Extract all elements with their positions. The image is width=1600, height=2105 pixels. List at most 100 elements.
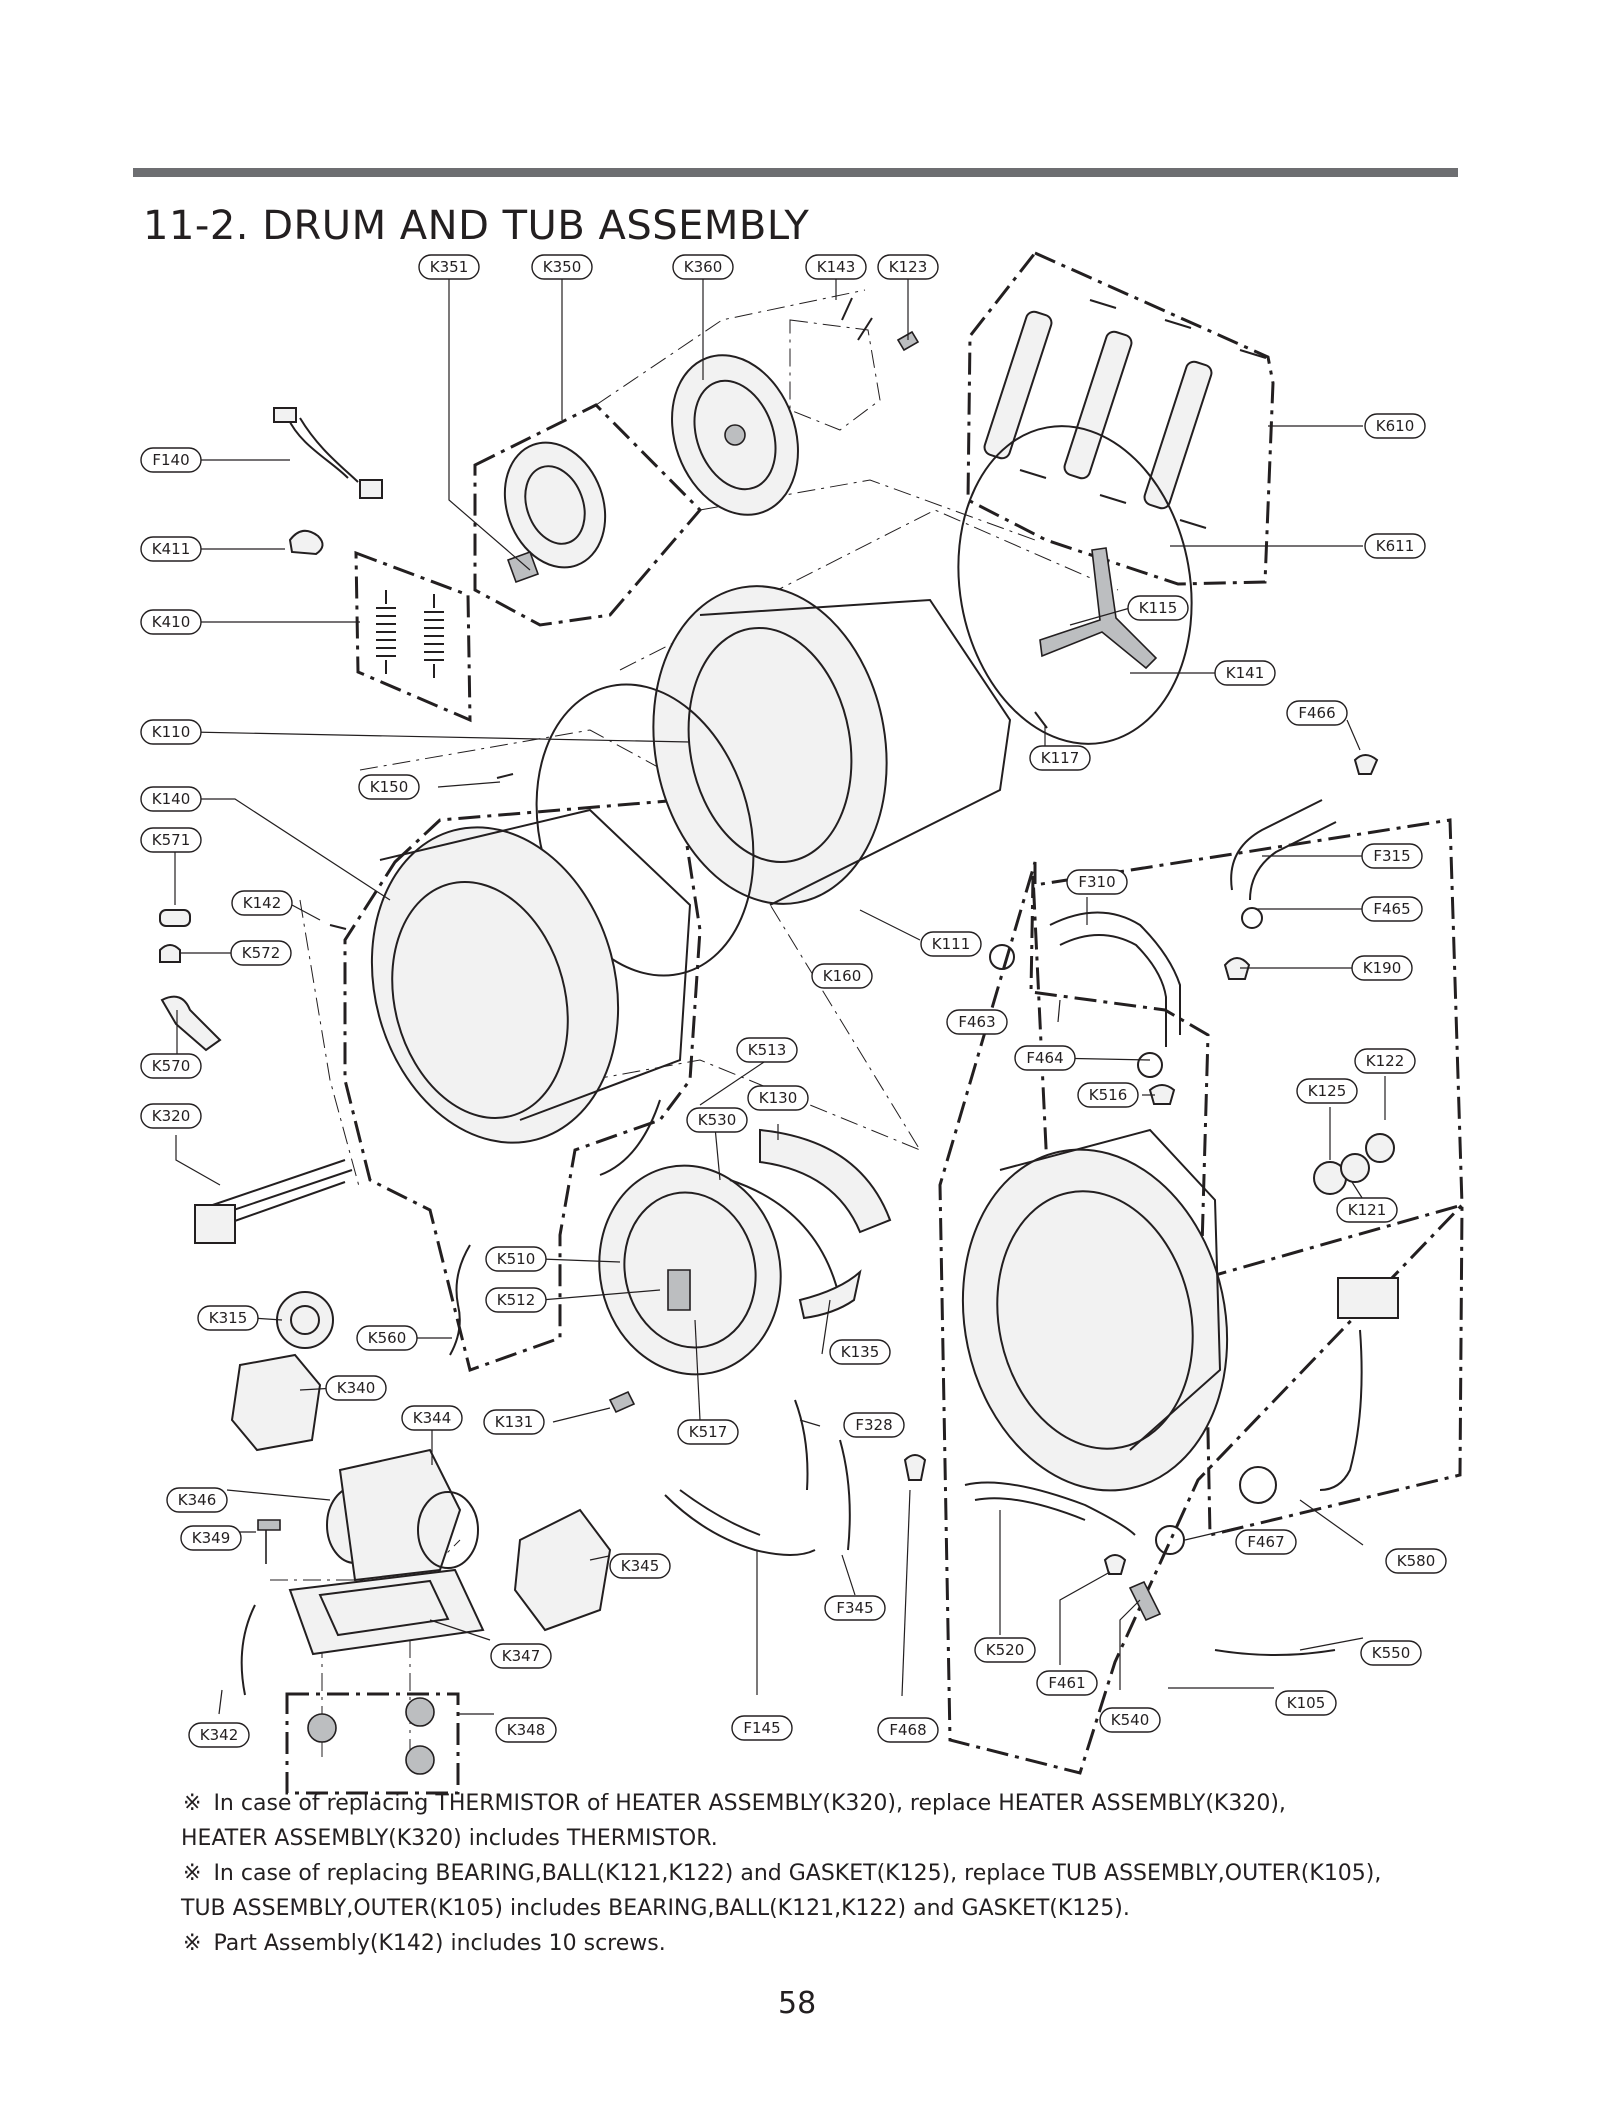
callout-badge: [824, 1595, 886, 1621]
callout-k351: K351: [418, 254, 480, 280]
callout-badge: [877, 1717, 939, 1743]
callout-badge: [731, 1715, 793, 1741]
callout-badge: [686, 1107, 748, 1133]
callout-label: K351: [430, 258, 468, 276]
callout-badge: [197, 1305, 259, 1331]
callout-badge: [140, 609, 202, 635]
rotor-hub: [724, 424, 746, 446]
callout-badge: [877, 254, 939, 280]
callout-badge: [1296, 1078, 1358, 1104]
note-mark: ※: [183, 1791, 202, 1816]
shock-absorber-group-outline: [966, 251, 1275, 586]
hose-K560: [449, 1244, 471, 1356]
callout-k121: K121: [1336, 1197, 1398, 1223]
callout-f463: F463: [946, 1009, 1008, 1035]
hose-F315: [1230, 799, 1337, 901]
part-F461: [1103, 1554, 1127, 1575]
note-1: ※ In case of replacing THERMISTOR of HEAT…: [183, 1786, 1286, 1821]
callout-k570: K570: [140, 1053, 202, 1079]
callout-badge: [1014, 1045, 1076, 1071]
note-text: In case of replacing THERMISTOR of HEATE…: [213, 1791, 1286, 1816]
callout-badge: [677, 1419, 739, 1445]
callout-k348: K348: [495, 1717, 557, 1743]
clamp-F463: [989, 944, 1015, 970]
callout-label: K105: [1287, 1694, 1325, 1712]
callout-badge: [166, 1487, 228, 1513]
callout-label: K580: [1397, 1552, 1435, 1570]
valve-K190: [1223, 957, 1251, 980]
foot-K348: [405, 1697, 435, 1727]
callout-label: K513: [748, 1041, 786, 1059]
callout-label: F310: [1078, 873, 1115, 891]
callout-badge: [356, 1325, 418, 1351]
callout-badge: [483, 1409, 545, 1435]
drum-body: [699, 598, 1012, 906]
callout-badge: [1364, 533, 1426, 559]
callout-badge: [1364, 413, 1426, 439]
callout-k140: K140: [140, 786, 202, 812]
callout-k340: K340: [325, 1375, 387, 1401]
part-K570: [160, 995, 222, 1052]
callout-k411: K411: [140, 536, 202, 562]
callout-label: K550: [1372, 1644, 1410, 1662]
note-text: In case of replacing BEARING,BALL(K121,K…: [213, 1861, 1382, 1886]
coupler: [1239, 1466, 1277, 1504]
tub-front-body: [379, 808, 692, 1121]
callout-label: K160: [823, 967, 861, 985]
callout-label: K560: [368, 1329, 406, 1347]
callout-label: K510: [497, 1250, 535, 1268]
callout-badge: [180, 1525, 242, 1551]
callout-k610: K610: [1364, 413, 1426, 439]
callout-k150: K150: [358, 774, 420, 800]
bolt-K123: [896, 330, 920, 352]
tub-front-K140: [370, 826, 620, 1144]
callout-badge: [1066, 869, 1128, 895]
callout-k141: K141: [1214, 660, 1276, 686]
rotor-inner: [693, 379, 777, 491]
callout-label: K571: [152, 831, 190, 849]
callout-label: F328: [855, 1416, 892, 1434]
callout-label: K411: [152, 540, 190, 558]
callout-label: K143: [817, 258, 855, 276]
nozzle-K512: [667, 1269, 691, 1311]
hose-K520: [964, 1481, 1136, 1536]
wire-K550: [1214, 1649, 1336, 1656]
callout-badge: [1361, 896, 1423, 922]
part-K571: [159, 909, 191, 927]
callout-label: F465: [1373, 900, 1410, 918]
callout-label: K410: [152, 613, 190, 631]
callout-label: K130: [759, 1089, 797, 1107]
callout-badge: [1336, 1197, 1398, 1223]
callout-label: K315: [209, 1309, 247, 1327]
callout-label: K142: [243, 894, 281, 912]
clip-K411: [288, 529, 324, 556]
callout-k520: K520: [974, 1637, 1036, 1663]
callout-k190: K190: [1351, 955, 1413, 981]
wire-F145: [664, 1489, 816, 1556]
callout-label: K340: [337, 1379, 375, 1397]
damper-K610: [1143, 360, 1213, 510]
seal-K141: [957, 425, 1193, 745]
callout-badge: [485, 1287, 547, 1313]
callout-badge: [1286, 700, 1348, 726]
callout-label: K346: [178, 1491, 216, 1509]
callout-badge: [230, 940, 292, 966]
page-number: 58: [778, 1986, 817, 2021]
callout-f467: F467: [1235, 1529, 1297, 1555]
callout-badge: [1127, 595, 1189, 621]
part-K540: [1128, 1580, 1162, 1622]
callout-k131: K131: [483, 1409, 545, 1435]
callout-f145: F145: [731, 1715, 793, 1741]
note-text: HEATER ASSEMBLY(K320) includes THERMISTO…: [181, 1826, 718, 1851]
callout-label: F145: [743, 1719, 780, 1737]
callout-k123: K123: [877, 254, 939, 280]
callout-k350: K350: [531, 254, 593, 280]
callout-label: K349: [192, 1529, 230, 1547]
pump-outlet: [417, 1491, 479, 1569]
callout-label: K350: [543, 258, 581, 276]
clamp-F465: [1241, 907, 1263, 929]
damper-pins-K611: [1019, 299, 1267, 529]
callout-label: K123: [889, 258, 927, 276]
callout-label: K111: [932, 935, 970, 953]
